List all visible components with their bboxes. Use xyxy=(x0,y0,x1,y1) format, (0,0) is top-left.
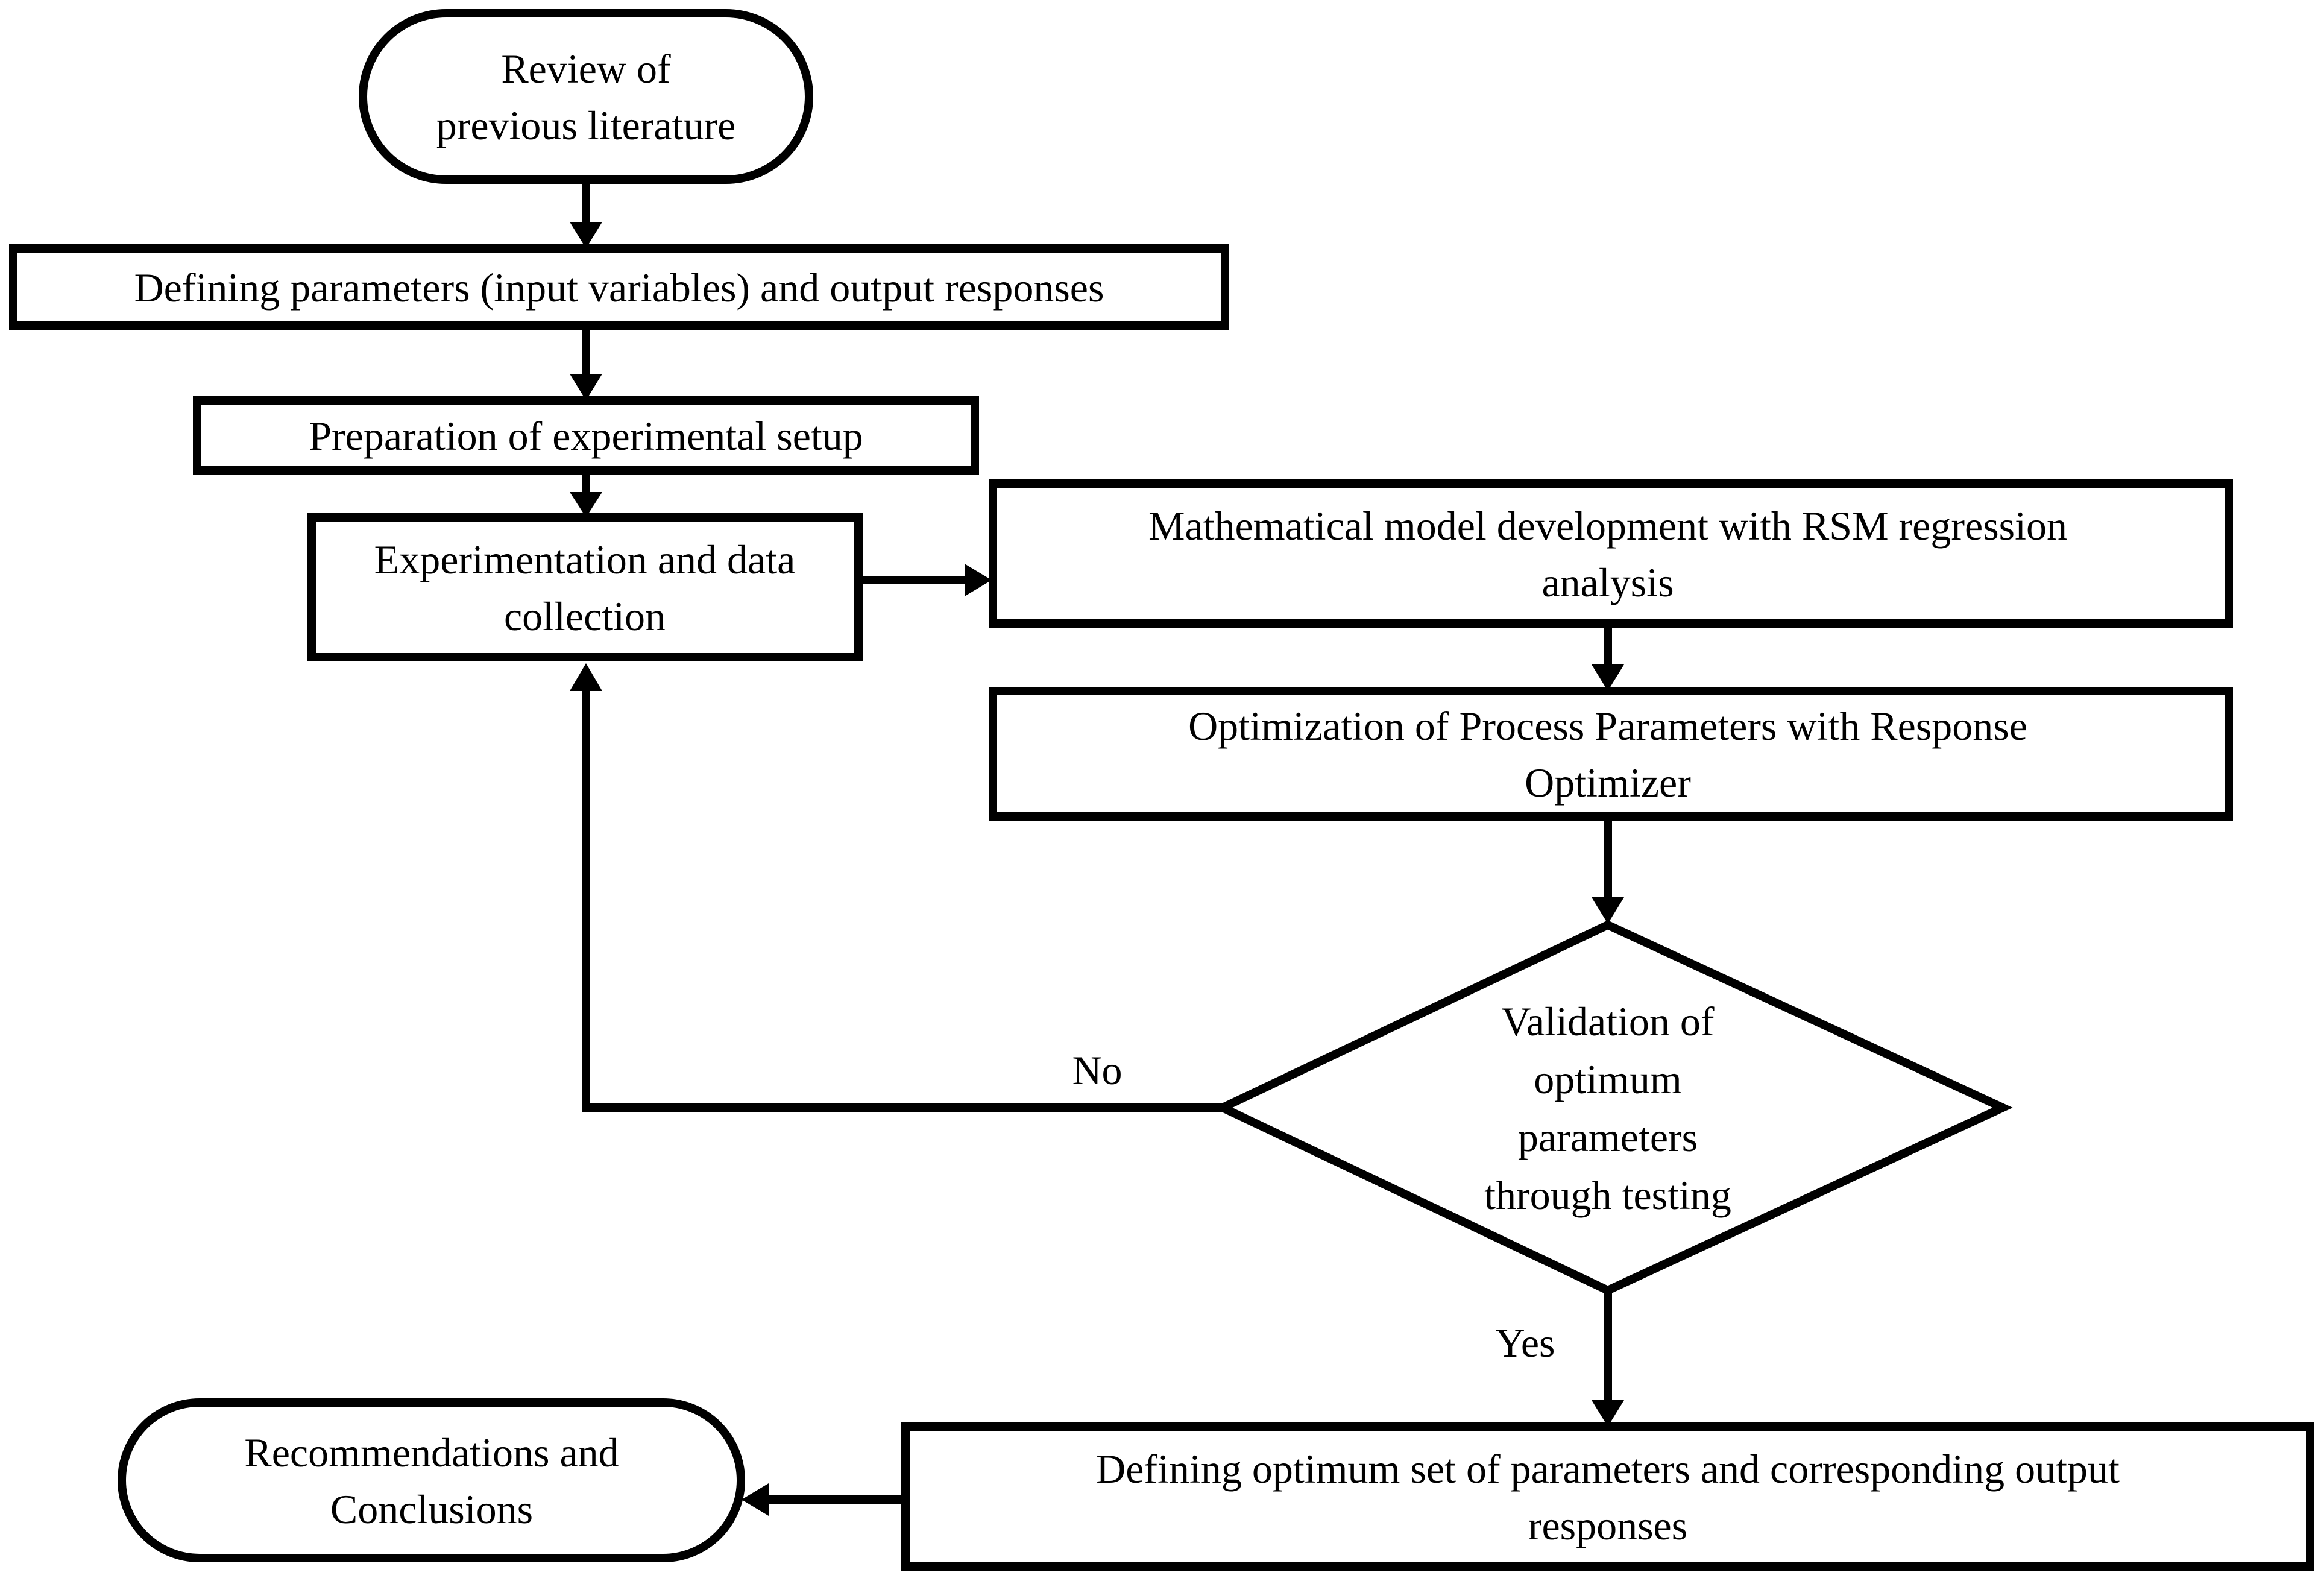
edge-label-no: No xyxy=(1072,1047,1122,1093)
label-line: responses xyxy=(1528,1503,1687,1548)
node-define-optimum: Defining optimum set of parameters and c… xyxy=(901,1422,2314,1571)
arrowhead-validation xyxy=(1592,897,1624,924)
node-review-literature: Review of previous literature xyxy=(359,9,813,184)
node-optimization-text: Optimization of Process Parameters with … xyxy=(1188,703,2027,806)
arrow-validation-no-to-experimentation xyxy=(582,691,1223,1112)
label-line: Recommendations and xyxy=(244,1430,619,1475)
label-line: Experimentation and data xyxy=(374,537,796,582)
label-line: Defining optimum set of parameters and c… xyxy=(1096,1446,2120,1492)
label-line: through testing xyxy=(1484,1172,1731,1218)
node-math-model-text: Mathematical model development with RSM … xyxy=(1148,503,2067,605)
label-line: Preparation of experimental setup xyxy=(309,413,863,459)
label-line: analysis xyxy=(1541,560,1674,605)
node-optimization: Optimization of Process Parameters with … xyxy=(989,687,2233,821)
label-line: collection xyxy=(504,593,666,639)
node-validation-decision: Validation of optimum parameters through te… xyxy=(1212,920,2013,1295)
node-review-literature-text: Review of previous literature xyxy=(436,46,736,148)
arrowhead-define-params xyxy=(570,222,602,248)
arrowhead-experimentation-return xyxy=(570,663,602,691)
node-preparation-setup: Preparation of experimental setup xyxy=(193,396,979,475)
edge-label-yes: Yes xyxy=(1496,1320,1555,1366)
arrowhead-define-optimum xyxy=(1592,1400,1624,1427)
node-validation-decision-text: Validation of optimum parameters through te… xyxy=(1484,999,1731,1218)
arrowhead-preparation xyxy=(570,374,602,400)
arrowhead-experimentation xyxy=(570,492,602,517)
arrowhead-recommendations xyxy=(742,1483,769,1516)
node-experimentation-text: Experimentation and data collection xyxy=(374,537,796,639)
label-line: previous literature xyxy=(436,103,736,148)
label-line: Validation of xyxy=(1501,999,1715,1044)
label-line: Conclusions xyxy=(330,1486,533,1532)
arrowhead-optimization xyxy=(1592,664,1624,691)
node-experimentation: Experimentation and data collection xyxy=(307,513,863,661)
label-line: parameters xyxy=(1518,1114,1698,1160)
node-define-parameters-text: Defining parameters (input variables) an… xyxy=(134,265,1104,311)
label-line: Optimizer xyxy=(1525,760,1691,806)
node-define-parameters: Defining parameters (input variables) an… xyxy=(9,244,1229,330)
node-define-optimum-text: Defining optimum set of parameters and c… xyxy=(1096,1446,2120,1548)
arrowhead-math-model xyxy=(965,564,992,596)
node-math-model: Mathematical model development with RSM … xyxy=(989,479,2233,628)
label-line: optimum xyxy=(1534,1056,1682,1102)
label-line: Defining parameters (input variables) an… xyxy=(134,265,1104,311)
connectors xyxy=(570,180,1624,1516)
label-line: Review of xyxy=(501,46,671,92)
node-preparation-setup-text: Preparation of experimental setup xyxy=(309,413,863,459)
label-line: Optimization of Process Parameters with … xyxy=(1188,703,2027,749)
label-line: Mathematical model development with RSM … xyxy=(1148,503,2067,549)
